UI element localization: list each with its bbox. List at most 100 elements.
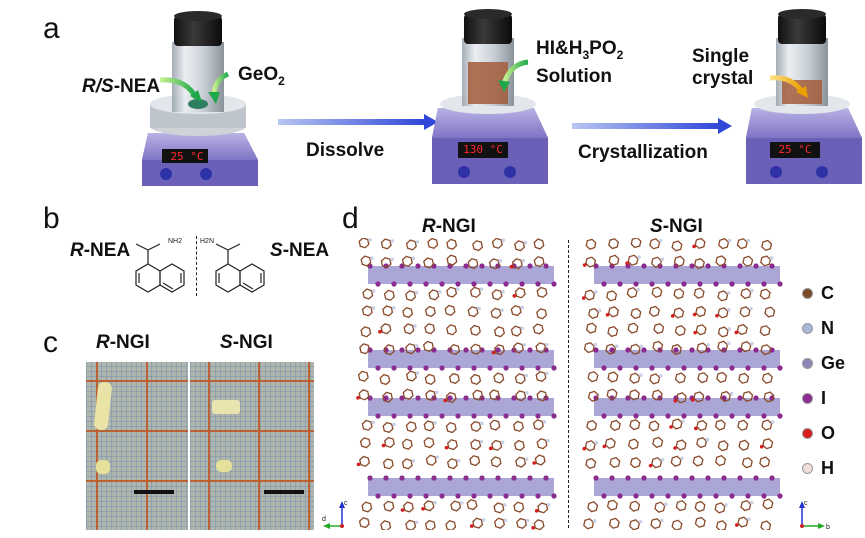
aromatic-ring xyxy=(717,340,729,352)
legend-item-ge: Ge xyxy=(802,346,862,381)
aromatic-ring xyxy=(587,371,599,383)
aromatic-ring xyxy=(764,306,776,318)
aromatic-ring xyxy=(401,255,413,267)
aromatic-ring xyxy=(736,238,748,250)
iodine-atom xyxy=(737,475,743,481)
iodine-atom xyxy=(375,365,381,371)
iodine-atom xyxy=(543,347,549,353)
aromatic-ring xyxy=(762,498,774,510)
aromatic-ring xyxy=(650,256,663,268)
iodine-atom xyxy=(729,365,735,371)
nitrogen-atom xyxy=(660,257,665,262)
aromatic-ring xyxy=(736,323,748,336)
aromatic-ring xyxy=(609,419,621,432)
iodine-atom xyxy=(737,395,743,401)
aromatic-ring xyxy=(382,458,394,470)
aromatic-ring xyxy=(652,436,664,449)
iodine-atom xyxy=(399,475,405,481)
aromatic-ring xyxy=(532,323,544,335)
iodine-atom xyxy=(777,413,783,419)
iodine-atom xyxy=(375,281,381,287)
aromatic-ring xyxy=(383,500,395,512)
iodine-atom xyxy=(535,493,541,499)
oxygen-atom xyxy=(381,443,386,448)
nitrogen-atom xyxy=(680,456,684,461)
aromatic-ring xyxy=(609,456,621,469)
temp-label-2: 130 °C xyxy=(463,143,503,156)
iodine-atom xyxy=(503,365,509,371)
aromatic-ring xyxy=(717,440,729,452)
aromatic-ring xyxy=(361,305,373,317)
aromatic-ring xyxy=(740,287,752,300)
legend-item-o: O xyxy=(802,416,862,451)
aromatic-ring xyxy=(469,455,481,467)
iodine-atom xyxy=(527,395,533,401)
iodine-atom xyxy=(713,365,719,371)
iodine-atom xyxy=(689,263,695,269)
iodine-atom xyxy=(535,413,541,419)
aromatic-ring xyxy=(537,502,549,514)
iodine-atom xyxy=(383,475,389,481)
iodine-atom xyxy=(551,413,557,419)
nitrogen-atom xyxy=(705,437,710,442)
nitrogen-atom xyxy=(769,256,774,260)
oxygen-atom xyxy=(691,398,695,402)
aromatic-ring xyxy=(738,439,750,451)
iodine-atom xyxy=(665,413,671,419)
aromatic-ring xyxy=(424,373,436,386)
aromatic-ring xyxy=(493,372,505,384)
aromatic-ring xyxy=(760,520,772,530)
s-ngi-crystal-1 xyxy=(212,400,240,414)
aromatic-ring xyxy=(696,419,708,432)
nitrogen-atom xyxy=(459,501,464,505)
aromatic-ring xyxy=(470,343,482,355)
nitrogen-atom xyxy=(392,422,396,427)
iodine-atom xyxy=(633,413,639,419)
nitrogen-atom xyxy=(524,390,529,395)
iodine-atom xyxy=(657,475,663,481)
nitrogen-atom xyxy=(521,258,526,263)
aromatic-ring xyxy=(488,389,500,401)
iodine-atom xyxy=(777,281,783,287)
aromatic-ring xyxy=(760,344,772,356)
aromatic-ring xyxy=(696,342,708,354)
aromatic-ring xyxy=(467,306,479,318)
nitrogen-atom xyxy=(542,419,547,424)
d-r-ngi-label: R-NGI xyxy=(422,216,476,237)
s-ngi-scale-bar xyxy=(264,490,304,494)
r-ngi-crystal-2 xyxy=(96,460,110,474)
legend-item-h: H xyxy=(802,451,862,486)
aromatic-ring xyxy=(472,517,484,529)
oxygen-atom xyxy=(582,446,587,451)
crystallization-arrow xyxy=(572,118,732,134)
aromatic-ring xyxy=(607,306,620,318)
iodine-atom xyxy=(535,281,541,287)
iodine-atom xyxy=(527,263,533,269)
aromatic-ring xyxy=(654,501,666,513)
iodine-atom xyxy=(423,493,429,499)
aromatic-ring xyxy=(761,372,773,384)
iodine-atom xyxy=(601,281,607,287)
aromatic-ring xyxy=(362,288,374,300)
iodine-atom xyxy=(519,413,525,419)
aromatic-ring xyxy=(446,254,458,266)
aromatic-ring xyxy=(491,439,503,451)
iodine-atom xyxy=(729,413,735,419)
aromatic-ring xyxy=(446,238,458,250)
aromatic-ring xyxy=(423,257,435,269)
aromatic-ring xyxy=(516,517,528,530)
iodine-atom xyxy=(511,395,517,401)
aromatic-ring xyxy=(742,390,754,403)
iodine-atom xyxy=(761,413,767,419)
aromatic-ring xyxy=(715,255,727,267)
oxygen-atom xyxy=(534,509,539,513)
aromatic-ring xyxy=(760,255,772,267)
aromatic-ring xyxy=(490,307,502,319)
oxygen-atom xyxy=(356,396,360,400)
oxygen-atom xyxy=(488,446,493,451)
aromatic-ring xyxy=(673,288,685,300)
nitrogen-atom xyxy=(500,308,504,313)
aromatic-ring xyxy=(651,457,663,469)
iodine-atom xyxy=(649,493,655,499)
nh2-text: NH2 xyxy=(168,238,182,245)
